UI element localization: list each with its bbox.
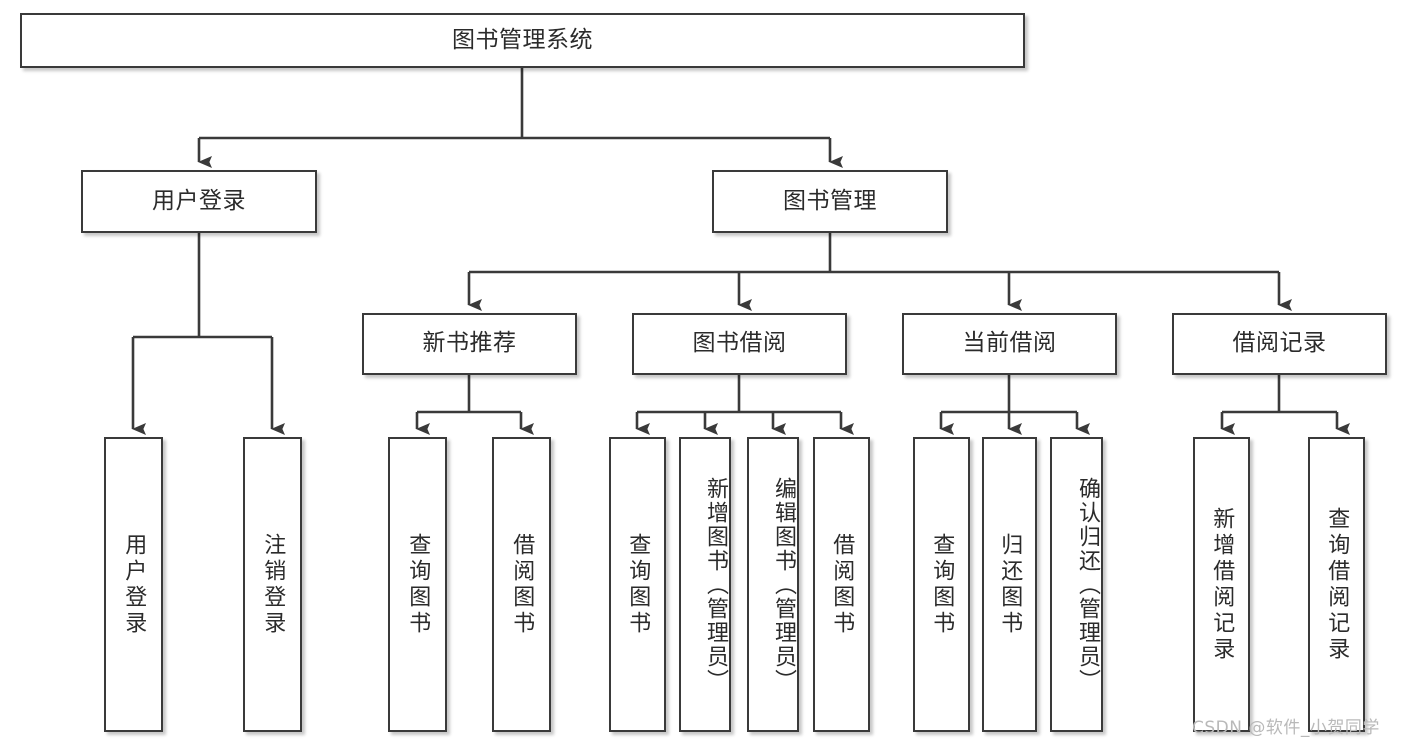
node-current-borrow-label: 当前借阅: [962, 330, 1057, 357]
node-leaf-borrow-book-2-label: 借阅图书: [829, 532, 855, 637]
node-leaf-add-book-label: 新增图书（管理员）: [703, 476, 728, 693]
csdn-watermark: CSDN @软件_小贺同学: [1192, 718, 1380, 738]
node-leaf-edit-book-label: 编辑图书（管理员）: [771, 476, 796, 693]
node-leaf-user-login[interactable]: 用户登录: [104, 437, 163, 732]
node-leaf-logout-login[interactable]: 注销登录: [243, 437, 302, 732]
node-root-label: 图书管理系统: [452, 26, 593, 53]
node-borrow-record[interactable]: 借阅记录: [1172, 313, 1387, 375]
node-leaf-add-record[interactable]: 新增借阅记录: [1193, 437, 1250, 732]
node-leaf-query-book-2-label: 查询图书: [625, 532, 651, 637]
node-new-book-recommend[interactable]: 新书推荐: [362, 313, 577, 375]
node-leaf-add-book[interactable]: 新增图书（管理员）: [679, 437, 731, 732]
node-leaf-user-login-label: 用户登录: [121, 532, 147, 637]
node-leaf-edit-book[interactable]: 编辑图书（管理员）: [747, 437, 799, 732]
node-leaf-query-record-label: 查询借阅记录: [1324, 506, 1350, 663]
node-new-book-recommend-label: 新书推荐: [422, 330, 517, 357]
node-leaf-logout-login-label: 注销登录: [260, 532, 286, 637]
node-book-borrow-label: 图书借阅: [692, 330, 787, 357]
node-leaf-query-record[interactable]: 查询借阅记录: [1308, 437, 1365, 732]
node-current-borrow[interactable]: 当前借阅: [902, 313, 1117, 375]
node-book-management-label: 图书管理: [783, 187, 877, 214]
node-leaf-borrow-book-1-label: 借阅图书: [509, 532, 535, 637]
node-leaf-return-book[interactable]: 归还图书: [982, 437, 1037, 732]
node-leaf-query-book-1-label: 查询图书: [405, 532, 431, 637]
node-leaf-query-book-2[interactable]: 查询图书: [609, 437, 666, 732]
node-leaf-query-book-1[interactable]: 查询图书: [388, 437, 447, 732]
node-leaf-confirm-return[interactable]: 确认归还（管理员）: [1050, 437, 1103, 732]
node-root[interactable]: 图书管理系统: [20, 13, 1025, 68]
node-leaf-return-book-label: 归还图书: [997, 532, 1023, 637]
node-user-login[interactable]: 用户登录: [81, 170, 317, 233]
node-user-login-label: 用户登录: [152, 187, 246, 214]
node-book-management[interactable]: 图书管理: [712, 170, 948, 233]
node-leaf-borrow-book-1[interactable]: 借阅图书: [492, 437, 551, 732]
node-borrow-record-label: 借阅记录: [1232, 330, 1327, 357]
node-leaf-query-book-3[interactable]: 查询图书: [913, 437, 970, 732]
node-leaf-borrow-book-2[interactable]: 借阅图书: [813, 437, 870, 732]
node-leaf-add-record-label: 新增借阅记录: [1209, 506, 1235, 663]
node-leaf-query-book-3-label: 查询图书: [929, 532, 955, 637]
node-book-borrow[interactable]: 图书借阅: [632, 313, 847, 375]
node-leaf-confirm-return-label: 确认归还（管理员）: [1075, 476, 1100, 693]
